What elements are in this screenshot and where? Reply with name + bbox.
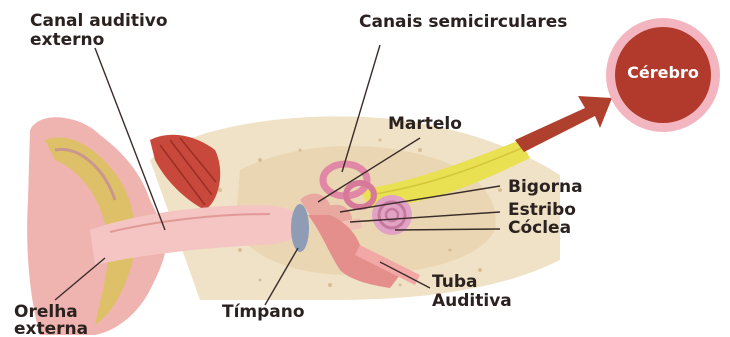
label-outer-ear-line2: externa <box>14 320 88 337</box>
label-tube-line1: Tuba <box>432 273 477 292</box>
label-canal-line2: externo <box>30 31 104 50</box>
label-eardrum: Tímpano <box>222 303 305 322</box>
label-canal-line1: Canal auditivo <box>30 12 168 31</box>
label-incus: Bigorna <box>508 178 583 197</box>
arrow <box>515 96 612 152</box>
label-cochlea: Cóclea <box>508 219 571 238</box>
label-tube-line2: Auditiva <box>432 292 512 311</box>
eardrum <box>291 204 309 252</box>
label-malleus: Martelo <box>388 115 462 134</box>
label-brain: Cérebro <box>613 63 713 82</box>
label-semicircular-canals: Canais semicirculares <box>359 13 567 32</box>
